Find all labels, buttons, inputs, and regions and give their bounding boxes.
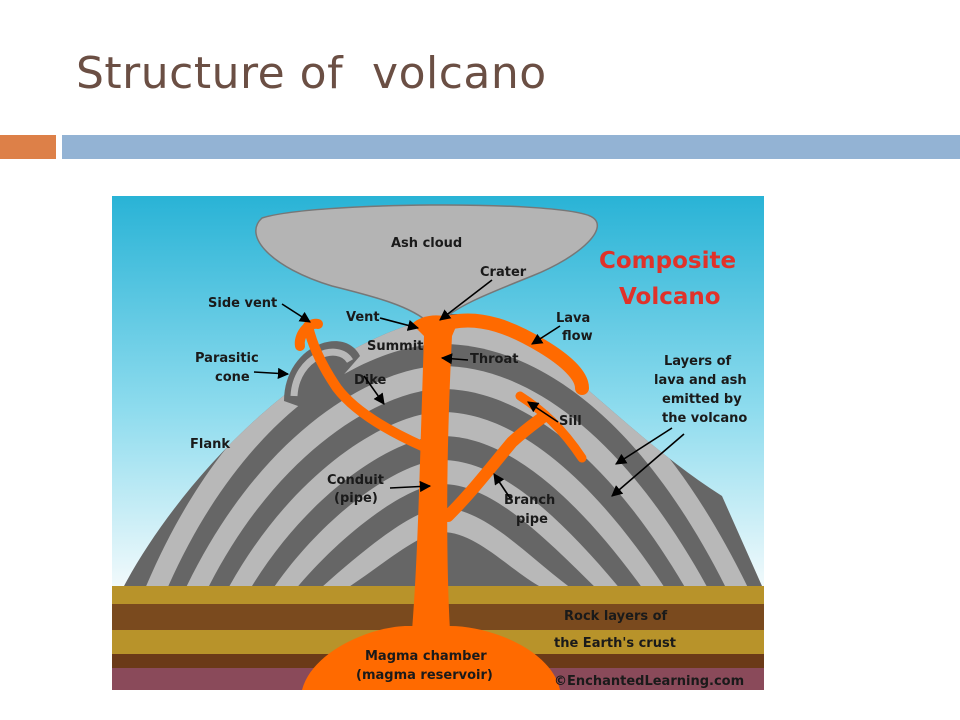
volcano-diagram-svg: Composite Volcano Ash cloud Crater Side … — [112, 196, 764, 690]
conduit — [412, 320, 452, 631]
diagram-heading-line2: Volcano — [619, 284, 721, 310]
label-ash-cloud: Ash cloud — [391, 236, 462, 251]
label-lava-flow-1: Lava — [556, 311, 590, 326]
branch-pipe — [442, 410, 550, 522]
sill — [515, 391, 587, 463]
label-dike: Dike — [354, 373, 387, 388]
label-sill: Sill — [559, 414, 582, 429]
label-layers-3: emitted by — [662, 392, 742, 407]
magma-chamber — [302, 626, 560, 690]
label-rock-layers-2: the Earth's crust — [554, 636, 676, 651]
label-conduit-1: Conduit — [327, 473, 384, 488]
label-parasitic-cone-1: Parasitic — [195, 351, 259, 366]
label-layers-4: the volcano — [662, 411, 747, 426]
ash-cloud — [255, 204, 598, 325]
credit-text: ©EnchantedLearning.com — [554, 674, 744, 689]
label-rock-layers-1: Rock layers of — [564, 609, 668, 624]
pointer-arrows — [253, 279, 685, 499]
label-parasitic-cone-2: cone — [215, 370, 250, 385]
lava-flow — [445, 313, 589, 395]
volcano-diagram: Composite Volcano Ash cloud Crater Side … — [112, 196, 764, 690]
label-flank: Flank — [190, 437, 230, 452]
label-magma-chamber-2: (magma reservoir) — [356, 668, 493, 683]
label-branch-pipe-1: Branch — [504, 493, 555, 508]
label-layers-2: lava and ash — [654, 373, 747, 388]
title-accent-bar-blue — [62, 135, 960, 159]
label-throat: Throat — [470, 352, 518, 367]
label-crater: Crater — [480, 265, 527, 280]
label-vent: Vent — [346, 310, 380, 325]
label-side-vent: Side vent — [208, 296, 277, 311]
label-magma-chamber-1: Magma chamber — [365, 649, 487, 664]
dike — [303, 321, 427, 451]
label-conduit-2: (pipe) — [334, 491, 378, 506]
magma-system — [294, 313, 589, 690]
title-accent-bar-orange — [0, 135, 56, 159]
diagram-heading-line1: Composite — [599, 248, 736, 274]
slide-title: Structure of volcano — [76, 48, 547, 99]
side-vent — [294, 318, 323, 351]
label-layers-1: Layers of — [664, 354, 732, 369]
label-lava-flow-2: flow — [562, 329, 593, 344]
label-summit: Summit — [367, 339, 423, 354]
label-branch-pipe-2: pipe — [516, 512, 548, 527]
